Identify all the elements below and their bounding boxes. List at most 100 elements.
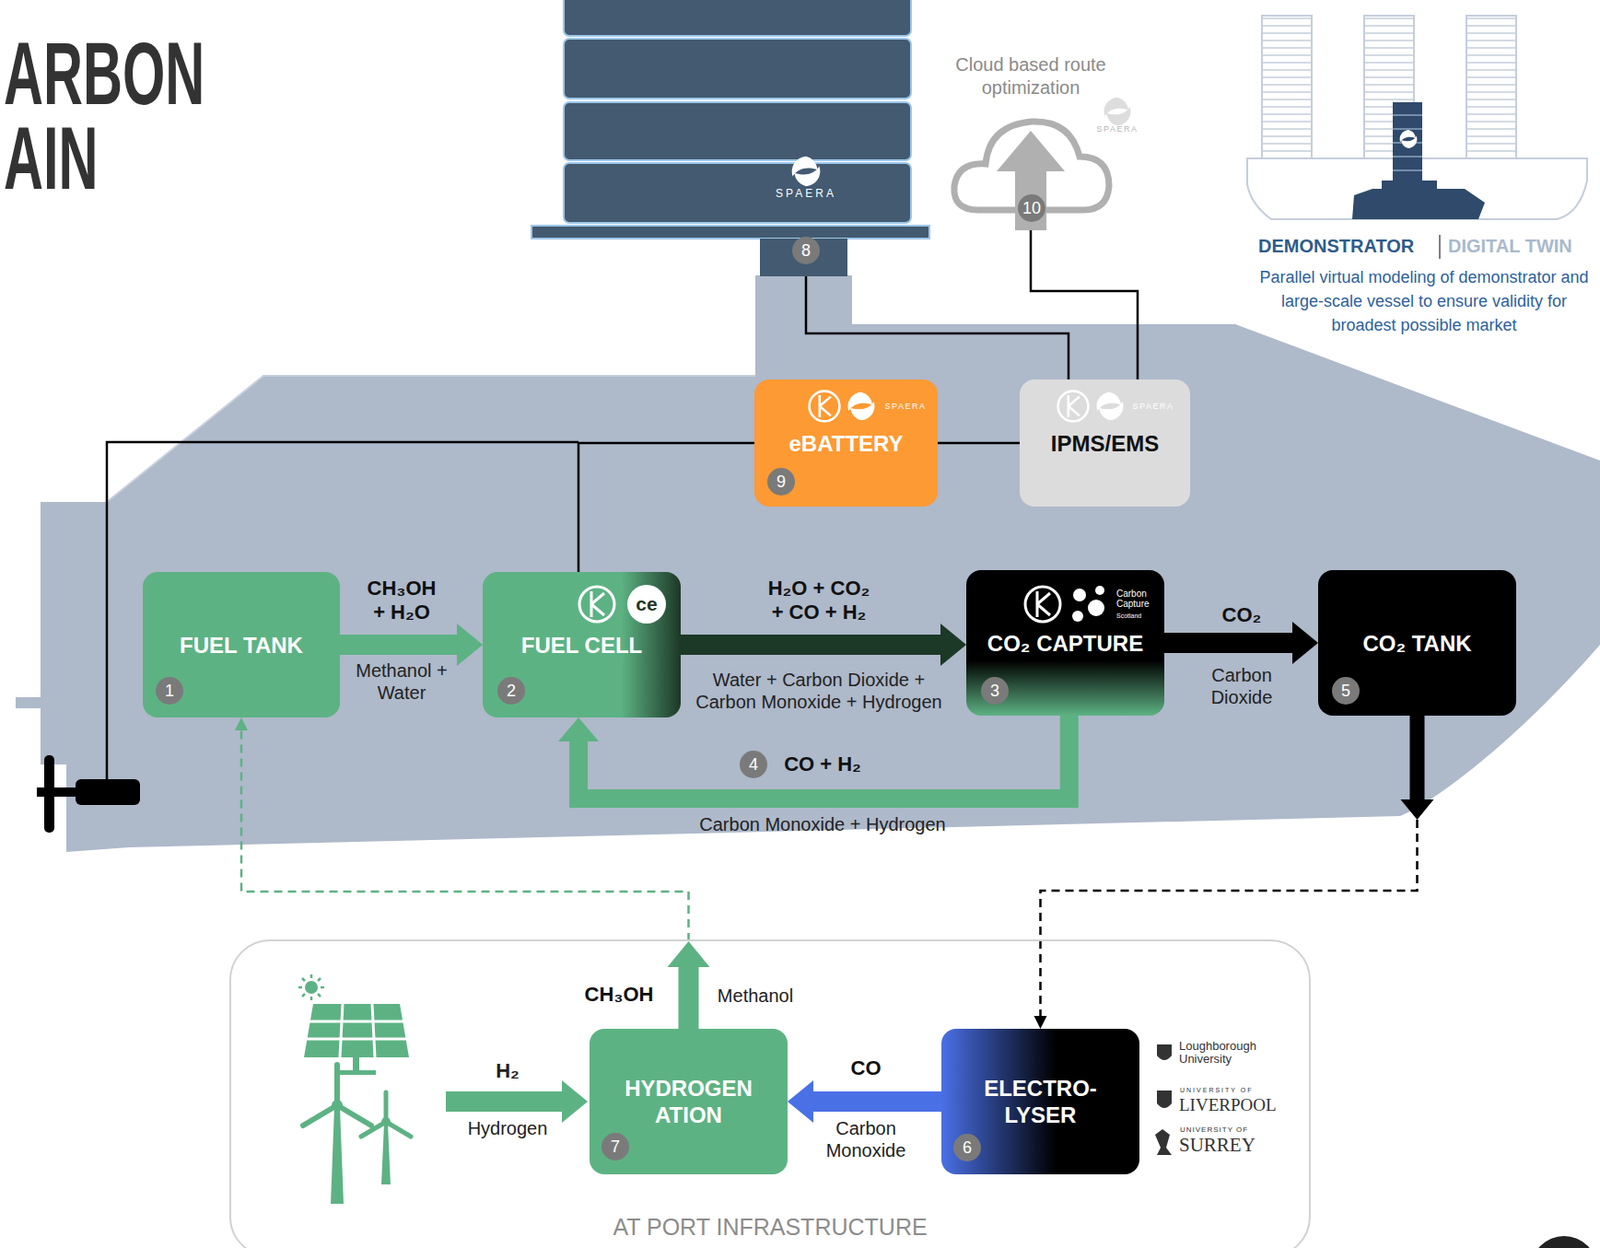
spaera-logo bbox=[1400, 129, 1418, 149]
edge-label: CH₃OH bbox=[572, 982, 666, 1007]
node-label: ELECTRO- LYSER bbox=[962, 1074, 1120, 1129]
connector bbox=[558, 715, 1070, 799]
company-logo bbox=[1025, 586, 1061, 622]
arrow-head bbox=[667, 941, 711, 968]
text-label: UNIVERSITY OF bbox=[1179, 1086, 1282, 1095]
wing-sail bbox=[563, 163, 911, 223]
arrow-head bbox=[456, 623, 483, 666]
renewable-energy-icons bbox=[330, 1107, 344, 1204]
company-logo bbox=[809, 391, 841, 422]
node-label: Cloud based route optimization bbox=[924, 53, 1137, 100]
carbon-capture-logo bbox=[1072, 610, 1084, 622]
hydrogen-arrow bbox=[561, 1080, 588, 1123]
renewable-energy-icons bbox=[303, 1004, 409, 1058]
connector bbox=[805, 276, 1069, 380]
connector bbox=[1164, 621, 1319, 665]
spaera-logo bbox=[1104, 97, 1132, 127]
callout-number: 2 bbox=[497, 677, 526, 705]
connector bbox=[1030, 230, 1138, 380]
connector-line bbox=[1410, 715, 1425, 801]
renewable-energy-icons bbox=[361, 1092, 411, 1137]
arrow-head bbox=[787, 1080, 814, 1123]
wing-sail bbox=[563, 38, 911, 99]
edge-label: CH₃OH + H₂O bbox=[362, 576, 442, 625]
text-label: H₂ bbox=[479, 1059, 536, 1084]
wing-sail: SPAERA bbox=[530, 0, 931, 277]
carbon-capture-logo bbox=[1095, 585, 1105, 596]
text-label: SPAERA bbox=[876, 401, 935, 412]
connector bbox=[937, 443, 1020, 444]
wing-sail bbox=[531, 225, 930, 239]
connector bbox=[234, 717, 711, 1029]
demonstrator-illustration bbox=[1392, 102, 1423, 184]
renewable-energy-icons bbox=[331, 1099, 343, 1111]
node-label: IPMS/EMS bbox=[1027, 430, 1183, 457]
arrow-head bbox=[234, 717, 248, 731]
connector-line bbox=[578, 715, 1070, 799]
callout-number: 7 bbox=[601, 1132, 630, 1161]
page-badge bbox=[1530, 1236, 1598, 1248]
text-label: LIVERPOOL bbox=[1179, 1094, 1290, 1116]
carbon-capture-logo bbox=[1072, 585, 1105, 622]
text-label: Methanol bbox=[709, 984, 802, 1007]
wing-sail bbox=[563, 102, 911, 161]
text-label: Water + Carbon Dioxide + Carbon Monoxide… bbox=[685, 668, 953, 713]
demonstrator-illustration bbox=[1352, 188, 1485, 220]
connector bbox=[578, 443, 755, 573]
spaera-logo bbox=[1097, 392, 1124, 421]
connector-line bbox=[339, 634, 458, 655]
text-label: DEMONSTRATOR bbox=[1258, 234, 1434, 257]
callout-number: 1 bbox=[155, 677, 184, 705]
callout-number: 4 bbox=[739, 750, 768, 779]
edge-label: CO₂ bbox=[1204, 603, 1279, 628]
connector-line bbox=[805, 276, 1069, 380]
connector-line bbox=[1164, 632, 1294, 654]
text-label: Scotland bbox=[1116, 612, 1161, 620]
text-label: DIGITAL TWIN bbox=[1448, 234, 1591, 257]
ship-hull bbox=[15, 275, 1600, 853]
node-label: eBATTERY bbox=[761, 430, 931, 457]
connector-line bbox=[812, 1091, 942, 1112]
connector-line bbox=[678, 966, 700, 1029]
renewable-energy-icons bbox=[337, 1070, 376, 1075]
company-logo bbox=[1058, 391, 1089, 422]
renewable-energy-icons bbox=[303, 1064, 372, 1126]
text-label: Methanol + Water bbox=[350, 659, 453, 704]
callout-number: 8 bbox=[792, 236, 820, 265]
edge-label: CO bbox=[833, 1056, 899, 1081]
connector-line bbox=[937, 442, 1020, 445]
renewable-energy-icons bbox=[298, 974, 325, 1001]
edge-label: H₂O + CO₂ + CO + H₂ bbox=[761, 576, 877, 625]
university-crests bbox=[1155, 1044, 1172, 1156]
callout-number: 10 bbox=[1017, 194, 1046, 222]
connector-line bbox=[241, 729, 690, 942]
text-label: Carbon Capture bbox=[1116, 588, 1161, 609]
callout-number: 3 bbox=[981, 677, 1009, 705]
node-label: FUEL CELL bbox=[490, 631, 674, 659]
node-label: FUEL TANK bbox=[150, 631, 333, 659]
ship-hull bbox=[15, 697, 44, 709]
demonstrator-illustration bbox=[1466, 15, 1517, 159]
wing-sail bbox=[563, 0, 911, 36]
spaera-logo bbox=[792, 156, 821, 187]
node-label: CO₂ TANK bbox=[1325, 630, 1509, 657]
text-label: Parallel virtual modeling of demonstrato… bbox=[1249, 265, 1600, 338]
text-label: Hydrogen bbox=[456, 1117, 559, 1140]
hydrogen-arrow bbox=[445, 1080, 588, 1123]
text-label: SPAERA bbox=[1124, 401, 1182, 412]
arrow-head bbox=[1401, 799, 1435, 820]
hydrogen-arrow bbox=[445, 1091, 564, 1112]
node-label: CO₂ CAPTURE bbox=[973, 630, 1157, 657]
demonstrator-illustration bbox=[1261, 15, 1312, 159]
node-label: HYDROGEN ATION bbox=[610, 1074, 768, 1129]
carbon-capture-logo bbox=[1073, 588, 1087, 602]
renewable-energy-icons bbox=[306, 1004, 407, 1058]
wing-sail bbox=[530, 0, 931, 277]
renewable-energy-icons bbox=[381, 1123, 391, 1185]
connector bbox=[339, 623, 483, 666]
connector bbox=[787, 1080, 942, 1123]
connector-line bbox=[578, 443, 755, 573]
propeller bbox=[44, 755, 55, 833]
node-label: AT PORT INFRASTRUCTURE bbox=[231, 1214, 1309, 1241]
